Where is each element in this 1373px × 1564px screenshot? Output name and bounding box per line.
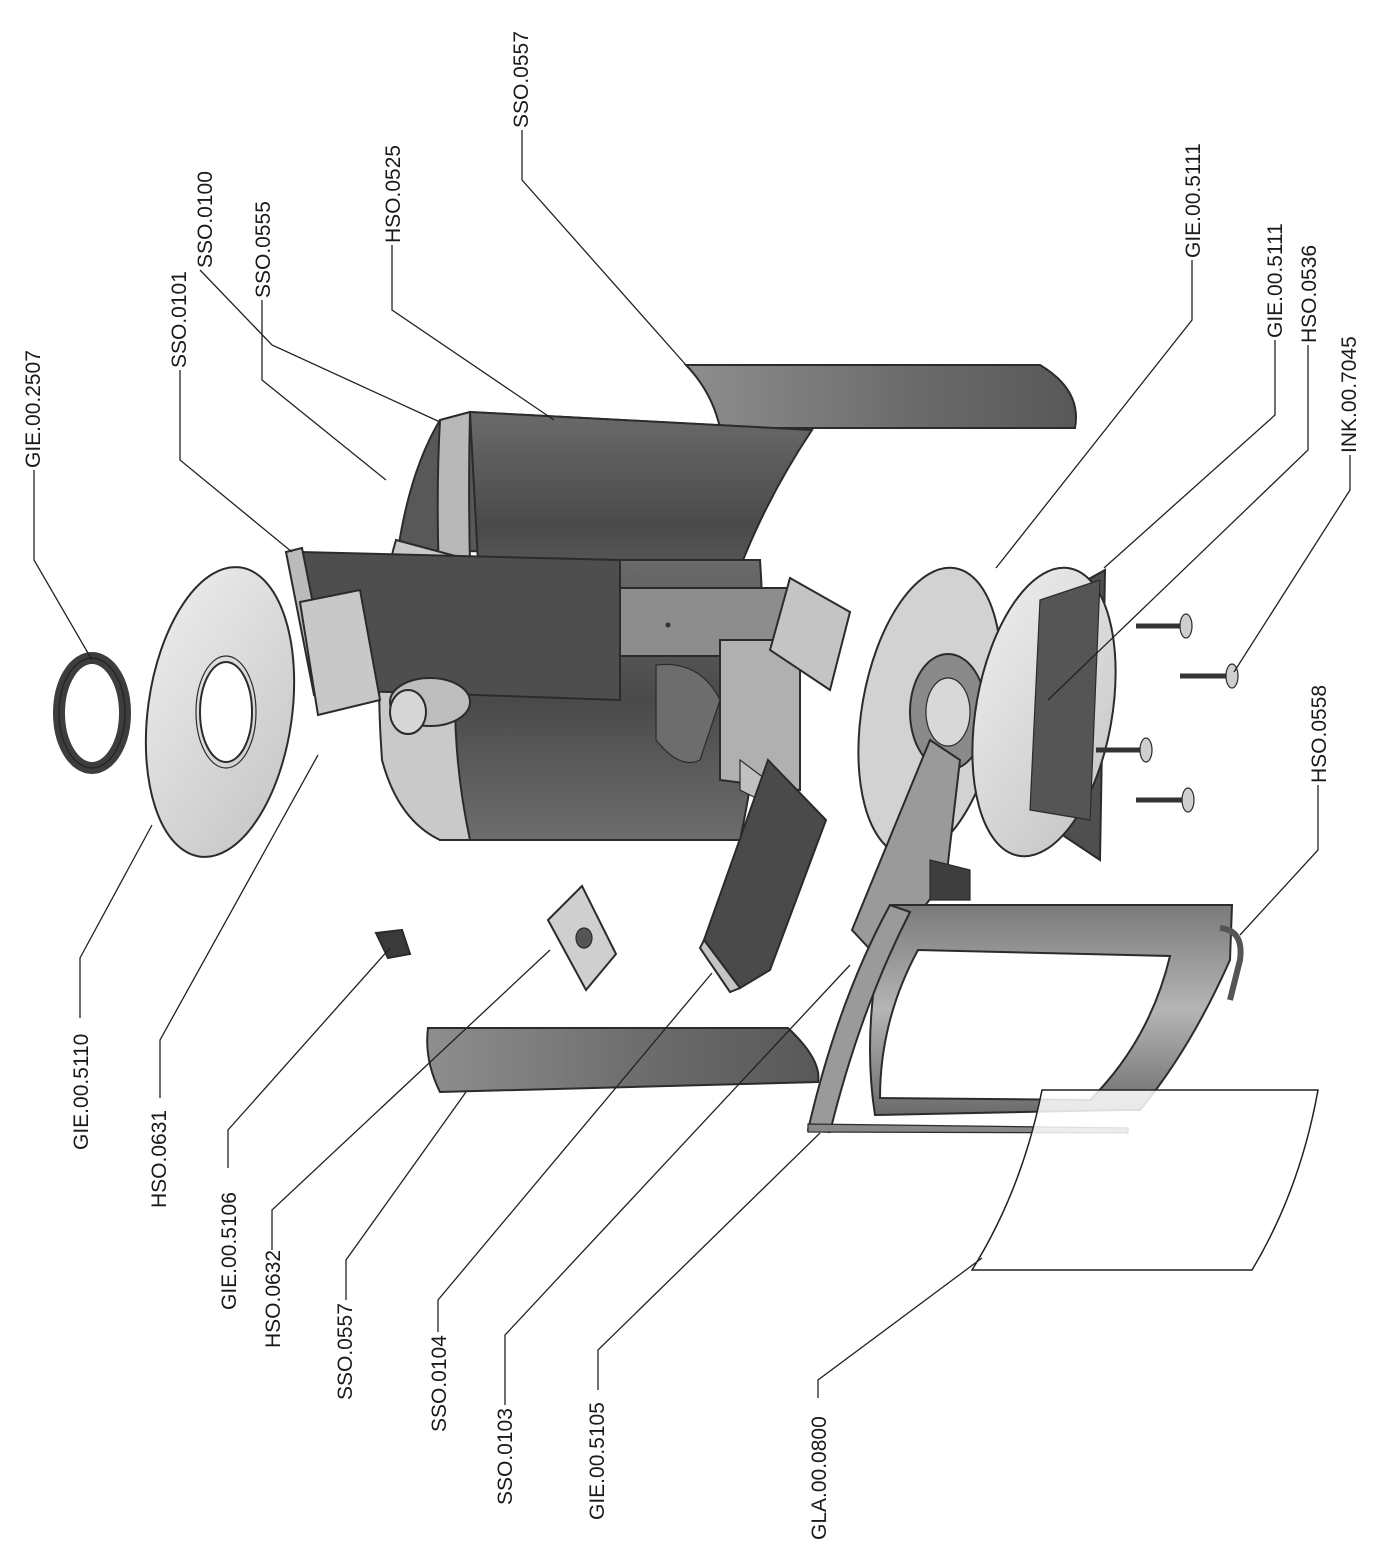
- label-sso-0103: SSO.0103: [494, 1408, 517, 1505]
- label-gie-5105: GIE.00.5105: [586, 1402, 609, 1520]
- glass-panel: [970, 1089, 1319, 1271]
- label-gie-5111-b: GIE.00.5111: [1264, 223, 1287, 338]
- label-hso-0558: HSO.0558: [1308, 685, 1331, 783]
- square-plate: [546, 884, 618, 992]
- label-sso-0557-bottom: SSO.0557: [334, 1303, 357, 1400]
- label-gie-2507: GIE.00.2507: [22, 350, 45, 468]
- label-gie-5111-a: GIE.00.5111: [1182, 143, 1205, 258]
- feet-bolts: [1096, 613, 1239, 813]
- label-hso-0536: HSO.0536: [1298, 245, 1321, 343]
- label-sso-0104: SSO.0104: [428, 1335, 451, 1432]
- side-panel-bottom: [426, 1027, 820, 1094]
- label-hso-0632: HSO.0632: [262, 1250, 285, 1348]
- door-frame: [806, 903, 1244, 1134]
- label-sso-0100: SSO.0100: [194, 171, 217, 268]
- bracket-tray: [698, 758, 828, 994]
- label-gla-0800: GLA.00.0800: [808, 1416, 831, 1540]
- label-hso-0525: HSO.0525: [382, 145, 405, 243]
- side-panel-top: [683, 364, 1077, 429]
- label-gie-5110: GIE.00.5110: [70, 1034, 93, 1150]
- label-sso-0557-top: SSO.0557: [510, 31, 533, 128]
- label-sso-0555: SSO.0555: [252, 201, 275, 298]
- gasket-ring: [53, 652, 131, 774]
- top-cover-disc: [144, 566, 296, 858]
- label-hso-0631: HSO.0631: [148, 1110, 171, 1208]
- main-body-shell: [284, 410, 852, 841]
- label-sso-0101: SSO.0101: [168, 271, 191, 368]
- clip-part: [374, 928, 412, 960]
- part-labels: GIE.00.2507 SSO.0101 SSO.0100 SSO.0555 H…: [22, 31, 1361, 1540]
- label-ink-7045: INK.00.7045: [1338, 336, 1361, 453]
- base-ring-lower: [971, 566, 1117, 858]
- label-gie-5106: GIE.00.5106: [218, 1192, 241, 1310]
- leader-lines: [33, 130, 1351, 1405]
